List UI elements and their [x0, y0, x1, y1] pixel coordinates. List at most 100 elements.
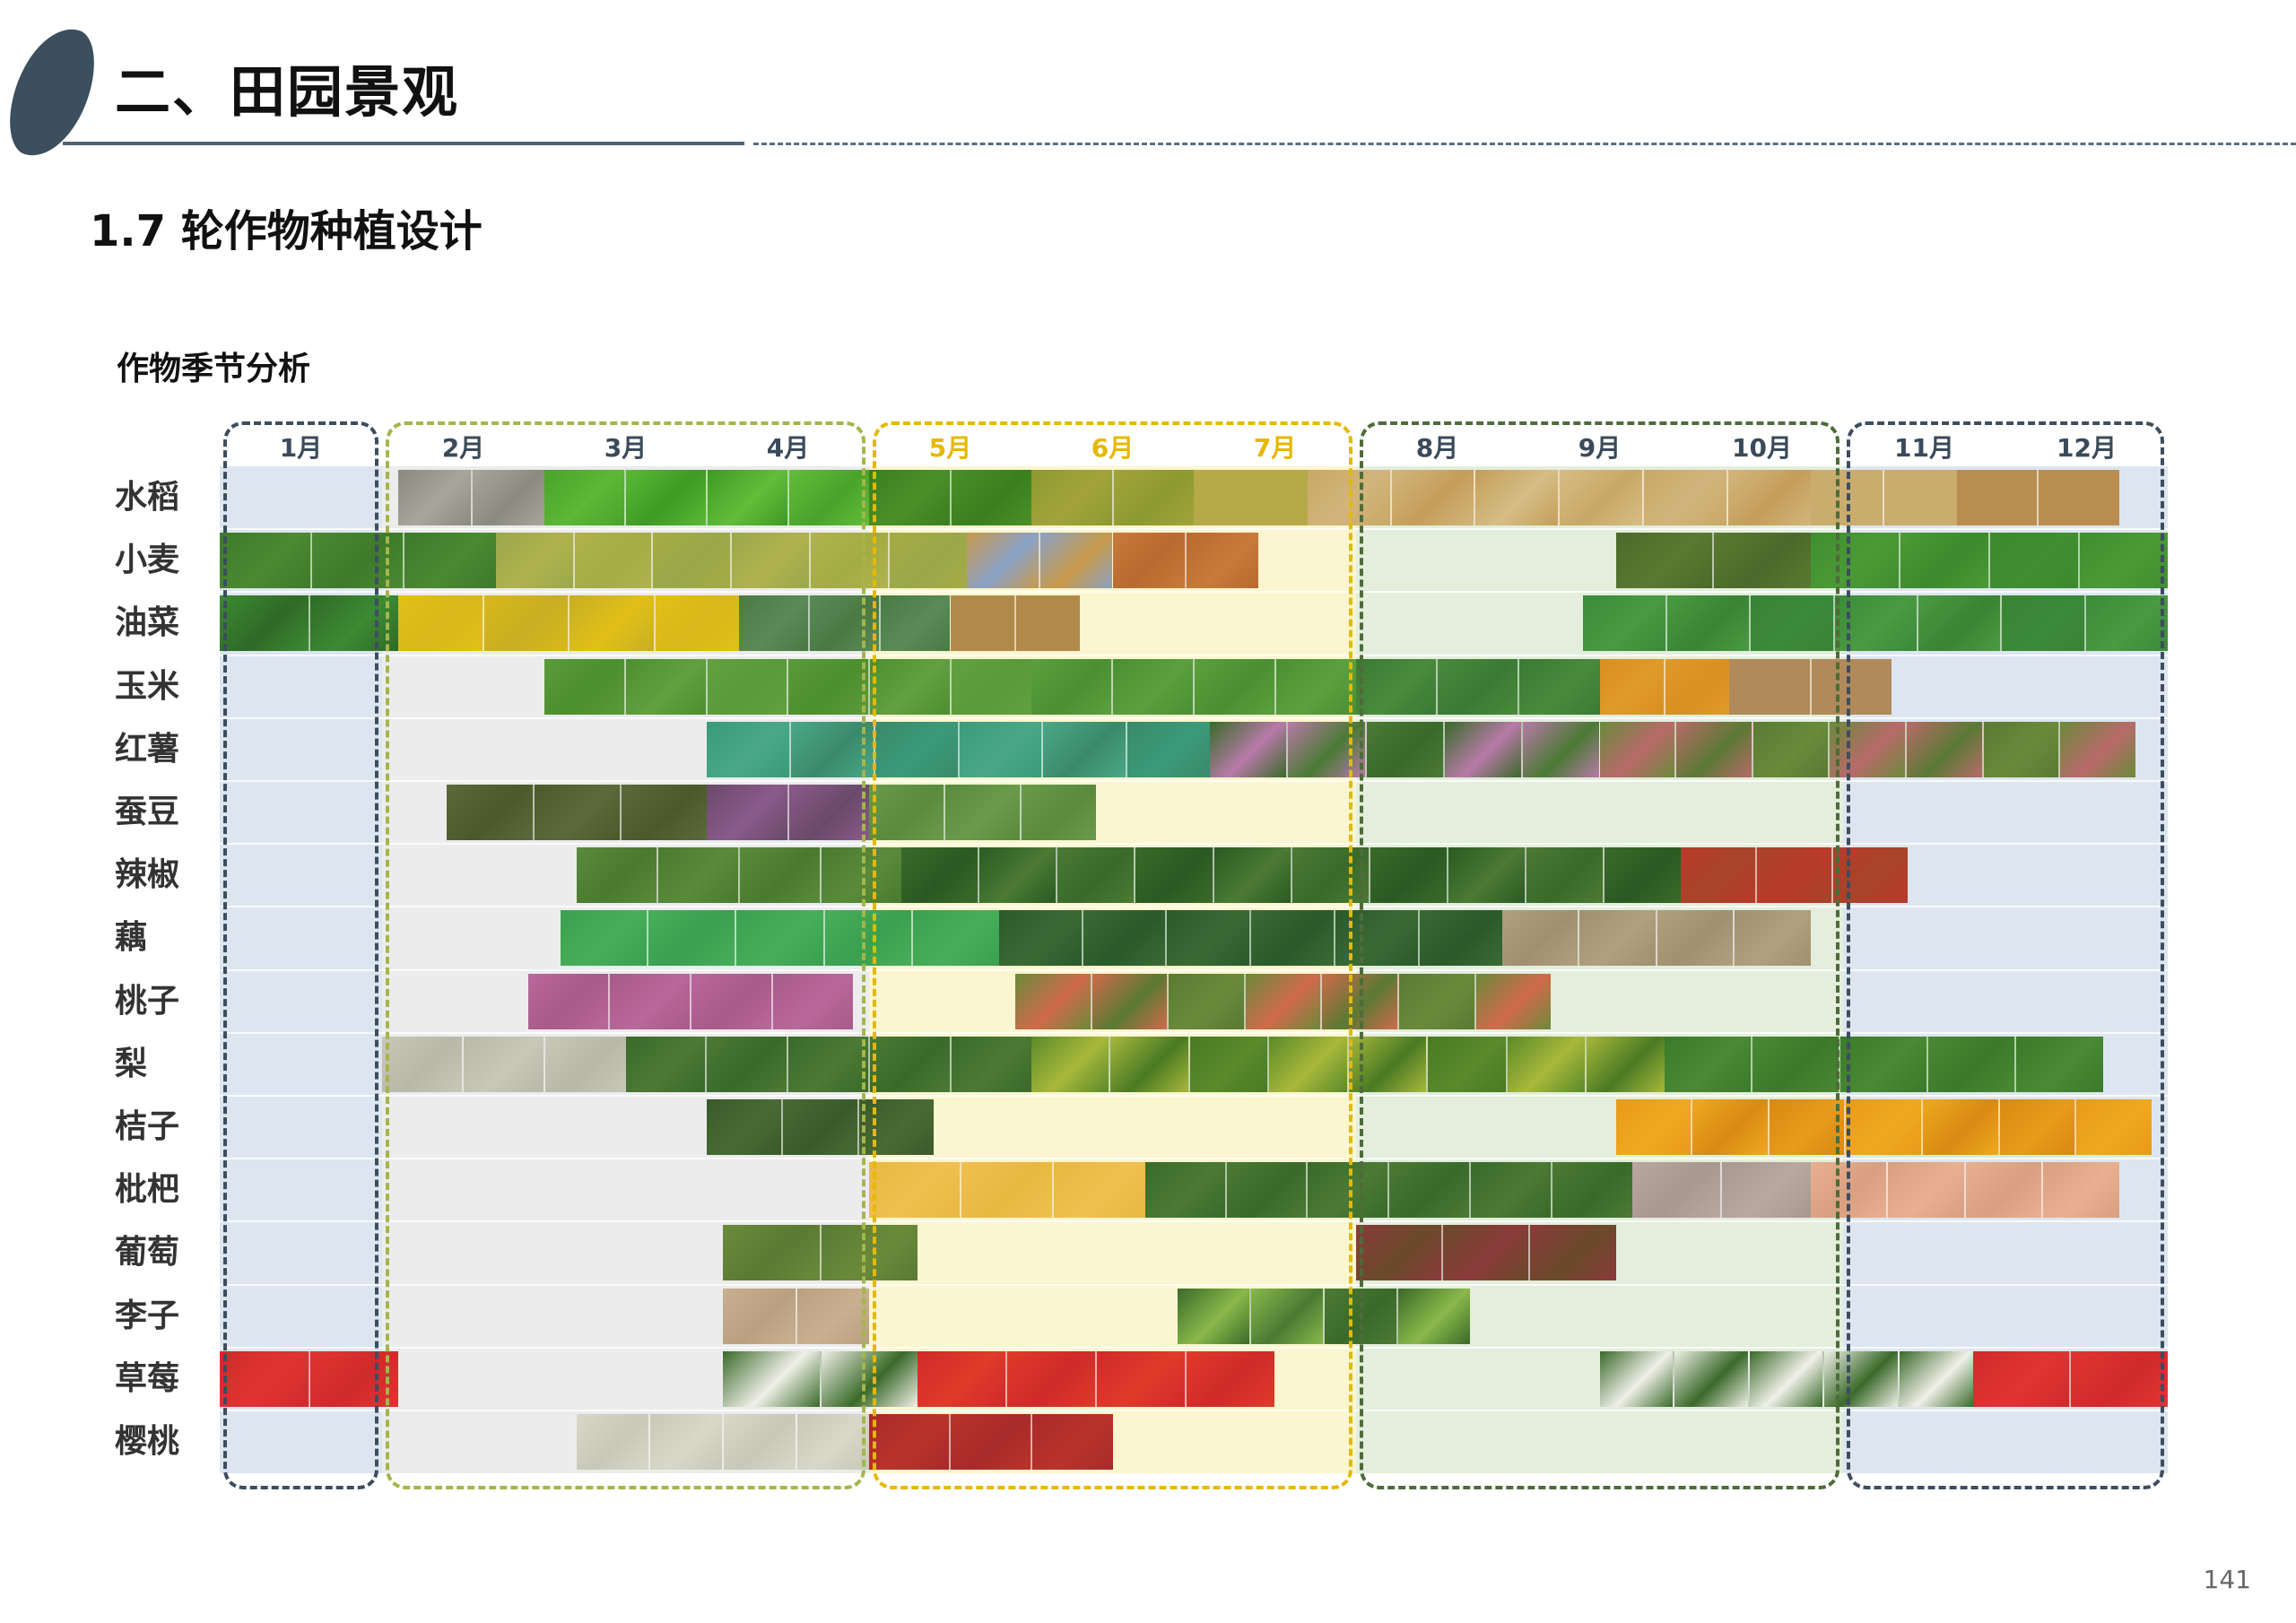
crop-photo-tile	[1471, 1162, 1552, 1219]
crop-label: 梨	[115, 1045, 148, 1082]
crop-bar	[1810, 533, 2168, 589]
crop-photo-tile	[1144, 1162, 1227, 1219]
crop-label: 玉米	[115, 667, 180, 705]
crop-photo-tile	[1757, 847, 1834, 904]
crop-bar	[966, 533, 1113, 589]
row-separator	[220, 1410, 2168, 1411]
crop-photo-tile	[1250, 1288, 1325, 1344]
month-label: 7月	[1253, 433, 1297, 463]
crop-photo-tile	[1269, 1036, 1349, 1092]
chart-title: 作物季节分析	[117, 351, 311, 387]
season-frame-autumn	[1360, 421, 1839, 1490]
crop-photo-tile	[544, 658, 626, 715]
crop-photo-tile	[1389, 1162, 1471, 1219]
crop-photo-tile	[1579, 910, 1657, 967]
month-label: 11月	[1894, 433, 1954, 463]
crop-photo-tile	[1900, 1350, 1973, 1407]
crop-photo-tile	[2079, 533, 2168, 589]
row-separator	[220, 591, 2168, 594]
crop-photo-tile	[2076, 1099, 2152, 1155]
crop-photo-tile	[1523, 721, 1600, 777]
crop-photo-tile	[1751, 595, 1835, 652]
page-title: 二、田园景观	[115, 59, 460, 125]
crop-photo-tile	[1014, 973, 1092, 1029]
row-separator	[220, 906, 2168, 908]
crop-photo-tile	[1560, 470, 1645, 525]
crop-photo-tile	[398, 595, 484, 652]
crop-label: 樱桃	[115, 1423, 180, 1460]
crop-label: 李子	[115, 1297, 180, 1334]
crop-photo-tile	[1213, 847, 1292, 904]
crop-photo-tile	[739, 595, 811, 652]
crop-photo-tile	[1054, 1162, 1145, 1219]
crop-bar	[382, 1036, 626, 1092]
crop-photo-tile	[961, 1162, 1055, 1219]
crop-photo-tile	[1186, 533, 1259, 589]
crop-photo-tile	[869, 1162, 962, 1219]
crop-bar	[527, 973, 853, 1029]
crop-photo-tile	[2060, 721, 2135, 777]
crop-photo-tile	[707, 1036, 789, 1092]
crop-photo-tile	[1276, 658, 1356, 715]
crop-bar	[950, 595, 1081, 652]
crop-photo-tile	[1288, 721, 1367, 777]
crop-photo-tile	[1167, 910, 1252, 967]
crop-bar	[398, 470, 544, 525]
crop-photo-tile	[650, 1414, 725, 1470]
crop-photo-tile	[1552, 1162, 1632, 1219]
crop-photo-tile	[1043, 721, 1128, 777]
crop-bar	[1615, 533, 1811, 589]
crop-photo-tile	[1526, 847, 1605, 904]
row-separator	[220, 1031, 2168, 1034]
crop-photo-tile	[1657, 910, 1735, 967]
crop-photo-tile	[309, 595, 399, 652]
crop-bar	[1210, 721, 1600, 777]
crop-photo-tile	[1110, 1036, 1190, 1092]
header-rule-dashed	[753, 143, 2296, 145]
crop-photo-tile	[2016, 1036, 2103, 1092]
crop-photo-tile	[2039, 470, 2119, 525]
crop-photo-tile	[1599, 1350, 1675, 1407]
crop-photo-tile	[1599, 658, 1665, 715]
crop-bar	[1144, 1162, 1632, 1219]
crop-label: 枇杷	[115, 1171, 180, 1209]
crop-photo-tile	[1475, 470, 1561, 525]
crop-photo-tile	[1604, 847, 1681, 904]
crop-photo-tile	[220, 1350, 310, 1407]
crop-photo-tile	[1112, 533, 1187, 589]
crop-photo-tile	[483, 595, 570, 652]
crop-photo-tile	[545, 1036, 626, 1092]
crop-bar	[1810, 1162, 2119, 1219]
crop-photo-tile	[952, 658, 1031, 715]
crop-photo-tile	[1928, 1036, 2017, 1092]
crop-photo-tile	[901, 847, 980, 904]
crop-photo-tile	[998, 910, 1083, 967]
crop-photo-tile	[220, 533, 313, 589]
crop-photo-tile	[527, 973, 610, 1029]
crop-bar	[869, 1162, 1145, 1219]
crop-photo-tile	[1057, 847, 1136, 904]
crop-bar	[577, 847, 902, 904]
crop-photo-tile	[1749, 1350, 1825, 1407]
crop-photo-tile	[1245, 973, 1323, 1029]
crop-photo-tile	[1135, 847, 1214, 904]
crop-photo-tile	[1308, 1162, 1390, 1219]
crop-photo-tile	[1475, 973, 1552, 1029]
crop-photo-tile	[797, 1414, 869, 1470]
crop-bar	[739, 595, 951, 652]
crop-photo-tile	[1031, 470, 1114, 525]
crop-photo-tile	[1923, 1099, 2000, 1155]
crop-photo-tile	[1840, 1036, 1929, 1092]
crop-bar	[1194, 470, 1308, 525]
crop-photo-tile	[1735, 910, 1811, 967]
crop-bar	[1031, 658, 1356, 715]
crop-bar	[220, 533, 496, 589]
crop-photo-tile	[810, 595, 882, 652]
crop-photo-tile	[789, 470, 869, 525]
crop-photo-tile	[1040, 533, 1113, 589]
crop-photo-tile	[723, 1350, 822, 1407]
crop-photo-tile	[707, 721, 791, 777]
crop-photo-tile	[464, 1036, 546, 1092]
month-label: 10月	[1732, 433, 1792, 463]
